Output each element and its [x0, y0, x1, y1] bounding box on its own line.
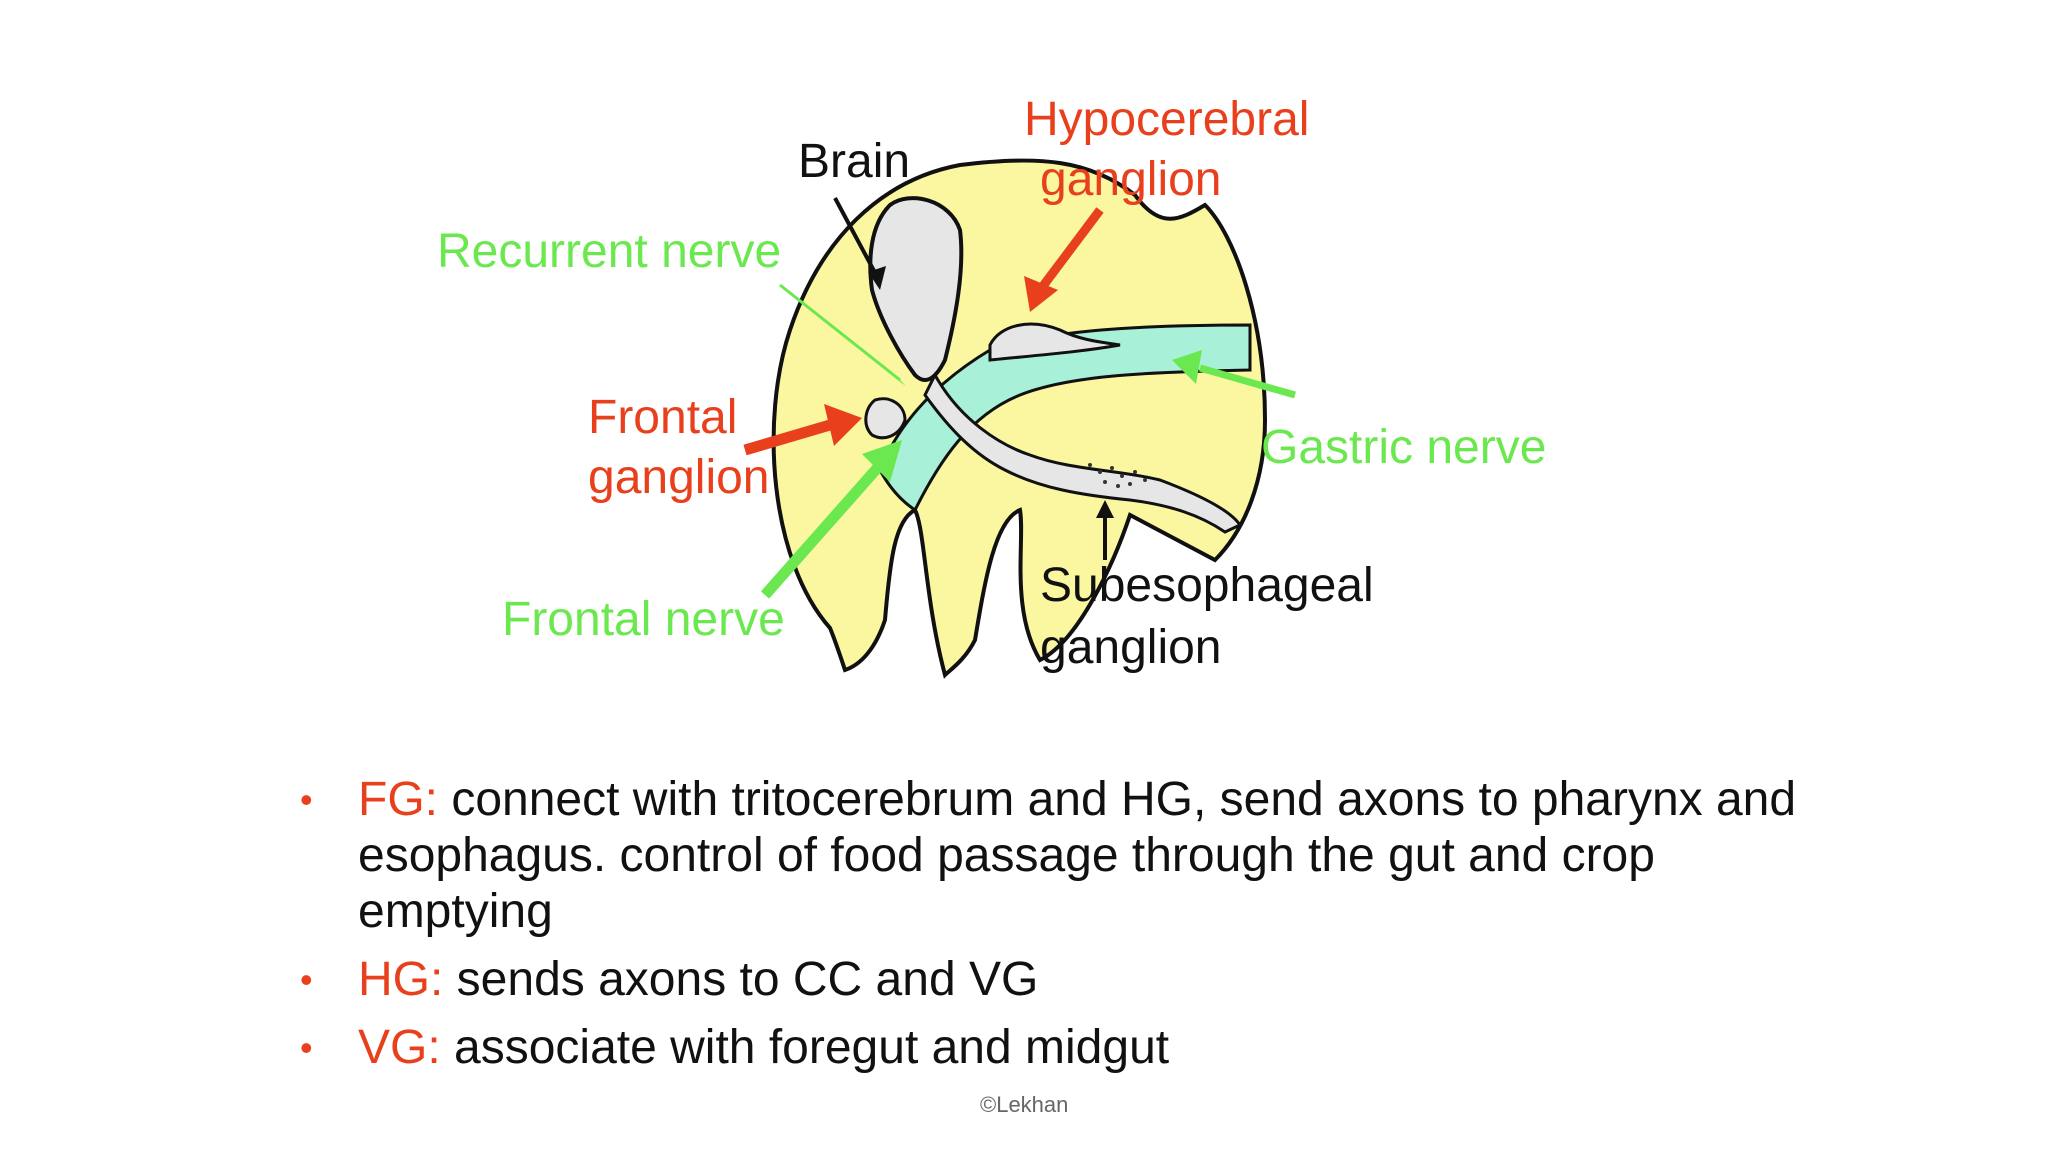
frontal-ganglion-shape: [864, 397, 907, 440]
bullet-list: • FG: connect with tritocerebrum and HG,…: [300, 772, 1800, 1088]
bullet-key: FG:: [358, 773, 438, 826]
recurrent-arrowhead: [890, 370, 906, 386]
bullet-item-fg: • FG: connect with tritocerebrum and HG,…: [300, 772, 1800, 940]
subesophageal-stipple: [1088, 463, 1147, 488]
frontal-nerve-arrowhead: [862, 440, 902, 482]
credit-text: ©Lekhan: [980, 1092, 1069, 1117]
bullet-key: HG:: [358, 953, 444, 1006]
bullet-key: VG:: [358, 1021, 441, 1074]
connective: [923, 371, 1243, 534]
recurrent-arrow: [779, 283, 901, 382]
hypocerebral-arrow: [1036, 207, 1104, 293]
subesophageal-label-line1: Subesophageal: [1040, 559, 1374, 612]
hypocerebral-label-line2: ganglion: [1040, 153, 1222, 206]
hypocerebral-label-line1: Hypocerebral: [1024, 93, 1310, 146]
subesophageal-arrowhead: [1096, 500, 1114, 518]
bullet-text: associate with foregut and midgut: [440, 1021, 1170, 1074]
arrows: [743, 197, 1296, 599]
bullet-text: connect with tritocerebrum and HG, send …: [358, 773, 1797, 938]
bullet-item-hg: • HG: sends axons to CC and VG: [300, 952, 1800, 1008]
hypocerebral-arrowhead: [1024, 276, 1058, 312]
brain-arrow: [833, 197, 882, 283]
frontal-ganglion-arrow: [743, 419, 832, 456]
frontal-nerve-arrow: [760, 461, 885, 599]
frontal-nerve-label: Frontal nerve: [502, 593, 785, 646]
subesophageal-label-line2: ganglion: [1040, 621, 1222, 674]
frontal-ganglion-arrowhead: [824, 404, 862, 446]
bullet-dot-icon: •: [300, 779, 313, 820]
gastric-nerve-label: Gastric nerve: [1261, 421, 1547, 474]
gastric-arrow: [1199, 364, 1296, 399]
bullet-dot-icon: •: [300, 1027, 313, 1068]
frontal-ganglion-label-line1: Frontal: [588, 391, 738, 444]
frontal-ganglion-label-line2: ganglion: [588, 451, 770, 504]
bullet-item-vg: • VG: associate with foregut and midgut: [300, 1020, 1800, 1076]
bullet-dot-icon: •: [300, 959, 313, 1000]
bullet-text: sends axons to CC and VG: [443, 953, 1039, 1006]
gastric-arrowhead: [1172, 350, 1202, 384]
brain-arrowhead: [868, 266, 886, 290]
recurrent-nerve-label: Recurrent nerve: [437, 225, 782, 278]
hypocerebral-ganglion-shape: [988, 322, 1121, 362]
brain-label: Brain: [798, 135, 911, 188]
